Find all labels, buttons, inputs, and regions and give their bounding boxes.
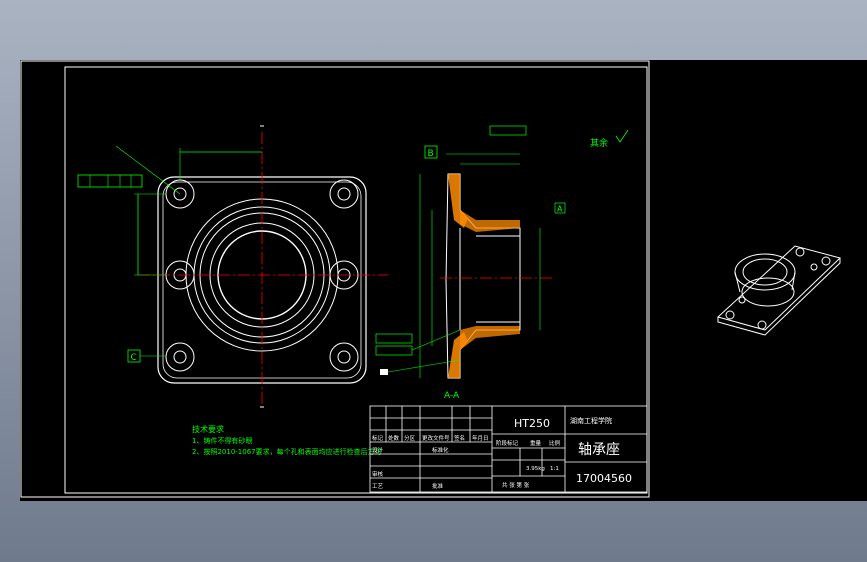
weight-label: 重量 [530,439,542,447]
tolerance-frame-1 [375,333,413,344]
bolt-boss-br [329,342,359,372]
drawing-number: 17004560 [576,472,632,485]
tech-req-item-1: 1、铸件不得有砂眼 [192,436,252,445]
feature-control-frame [77,174,143,188]
isometric-preview [716,245,841,336]
stage-label: 阶段标记 [496,439,519,447]
scale-label: 比例 [549,439,561,447]
datum-a-box [554,202,566,214]
tech-req-item-2: 2、按照2010-1067要求，每个孔和表面均应进行检查后方可 [192,447,382,456]
tolerance-leader [411,329,461,351]
tech-req-title: 技术要求 [192,424,224,434]
part-name: 轴承座 [578,442,620,458]
weight-value: 3.95kg [526,466,545,472]
roughness-symbol [615,129,629,143]
header-cell-5: 年月日 [472,434,489,442]
front-view: C [77,125,388,408]
sheet-border [20,60,650,498]
process-label: 工艺 [372,483,384,490]
datum-a-flag [380,369,388,375]
roughness-note: 其余 [590,137,608,149]
header-cell-4: 签名 [454,434,465,442]
section-label: A-A [444,391,460,401]
header-cell-0: 标记 [372,434,384,442]
material: HT250 [514,417,550,430]
school-name: 湖南工程学院 [570,416,612,425]
datum-b-box [424,145,438,159]
title-block [369,405,648,493]
surface-leader [387,359,461,373]
hatch-bottom-wall [460,326,520,350]
bolt-hole-br [337,350,351,364]
title-block-text: 标记 处数 分区 更改文件号 签名 年月日 设计 标准化 审核 工艺 批准 阶段… [372,416,632,490]
hatch-bottom-flange [448,332,468,378]
hole-leader [115,145,181,195]
datum-a-label: A [557,205,563,214]
header-cell-1: 处数 [388,434,400,442]
drawing-canvas[interactable]: C B A A-A 其余 技术 [20,60,867,501]
cad-drawing: C B A A-A 其余 技术 [20,60,841,498]
section-view: B A A-A [375,125,566,401]
tolerance-frame-2 [375,345,413,356]
tolerance-frame-top [489,125,527,136]
bolt-hole-bl [173,350,187,364]
design-label: 设计 [372,446,384,454]
bolt-boss-bl [165,342,195,372]
hatch-top-wall [460,210,520,232]
bolt-boss-tr [329,179,359,209]
sheet-label: 共 张 第 张 [502,481,530,489]
standard-label: 标准化 [432,446,449,454]
bolt-hole-tl [173,187,187,201]
header-cell-2: 分区 [404,434,416,442]
tech-requirements: 技术要求 1、铸件不得有砂眼 2、按照2010-1067要求，每个孔和表面均应进… [192,424,382,456]
scale-value: 1:1 [550,466,559,472]
bolt-hole-tr [337,187,351,201]
frame-border [64,66,648,494]
header-cell-3: 更改文件号 [422,434,450,442]
review-label: 审核 [372,470,384,478]
datum-c-label: C [131,353,137,363]
approve-label: 批准 [432,482,444,490]
datum-b-label: B [428,149,434,159]
